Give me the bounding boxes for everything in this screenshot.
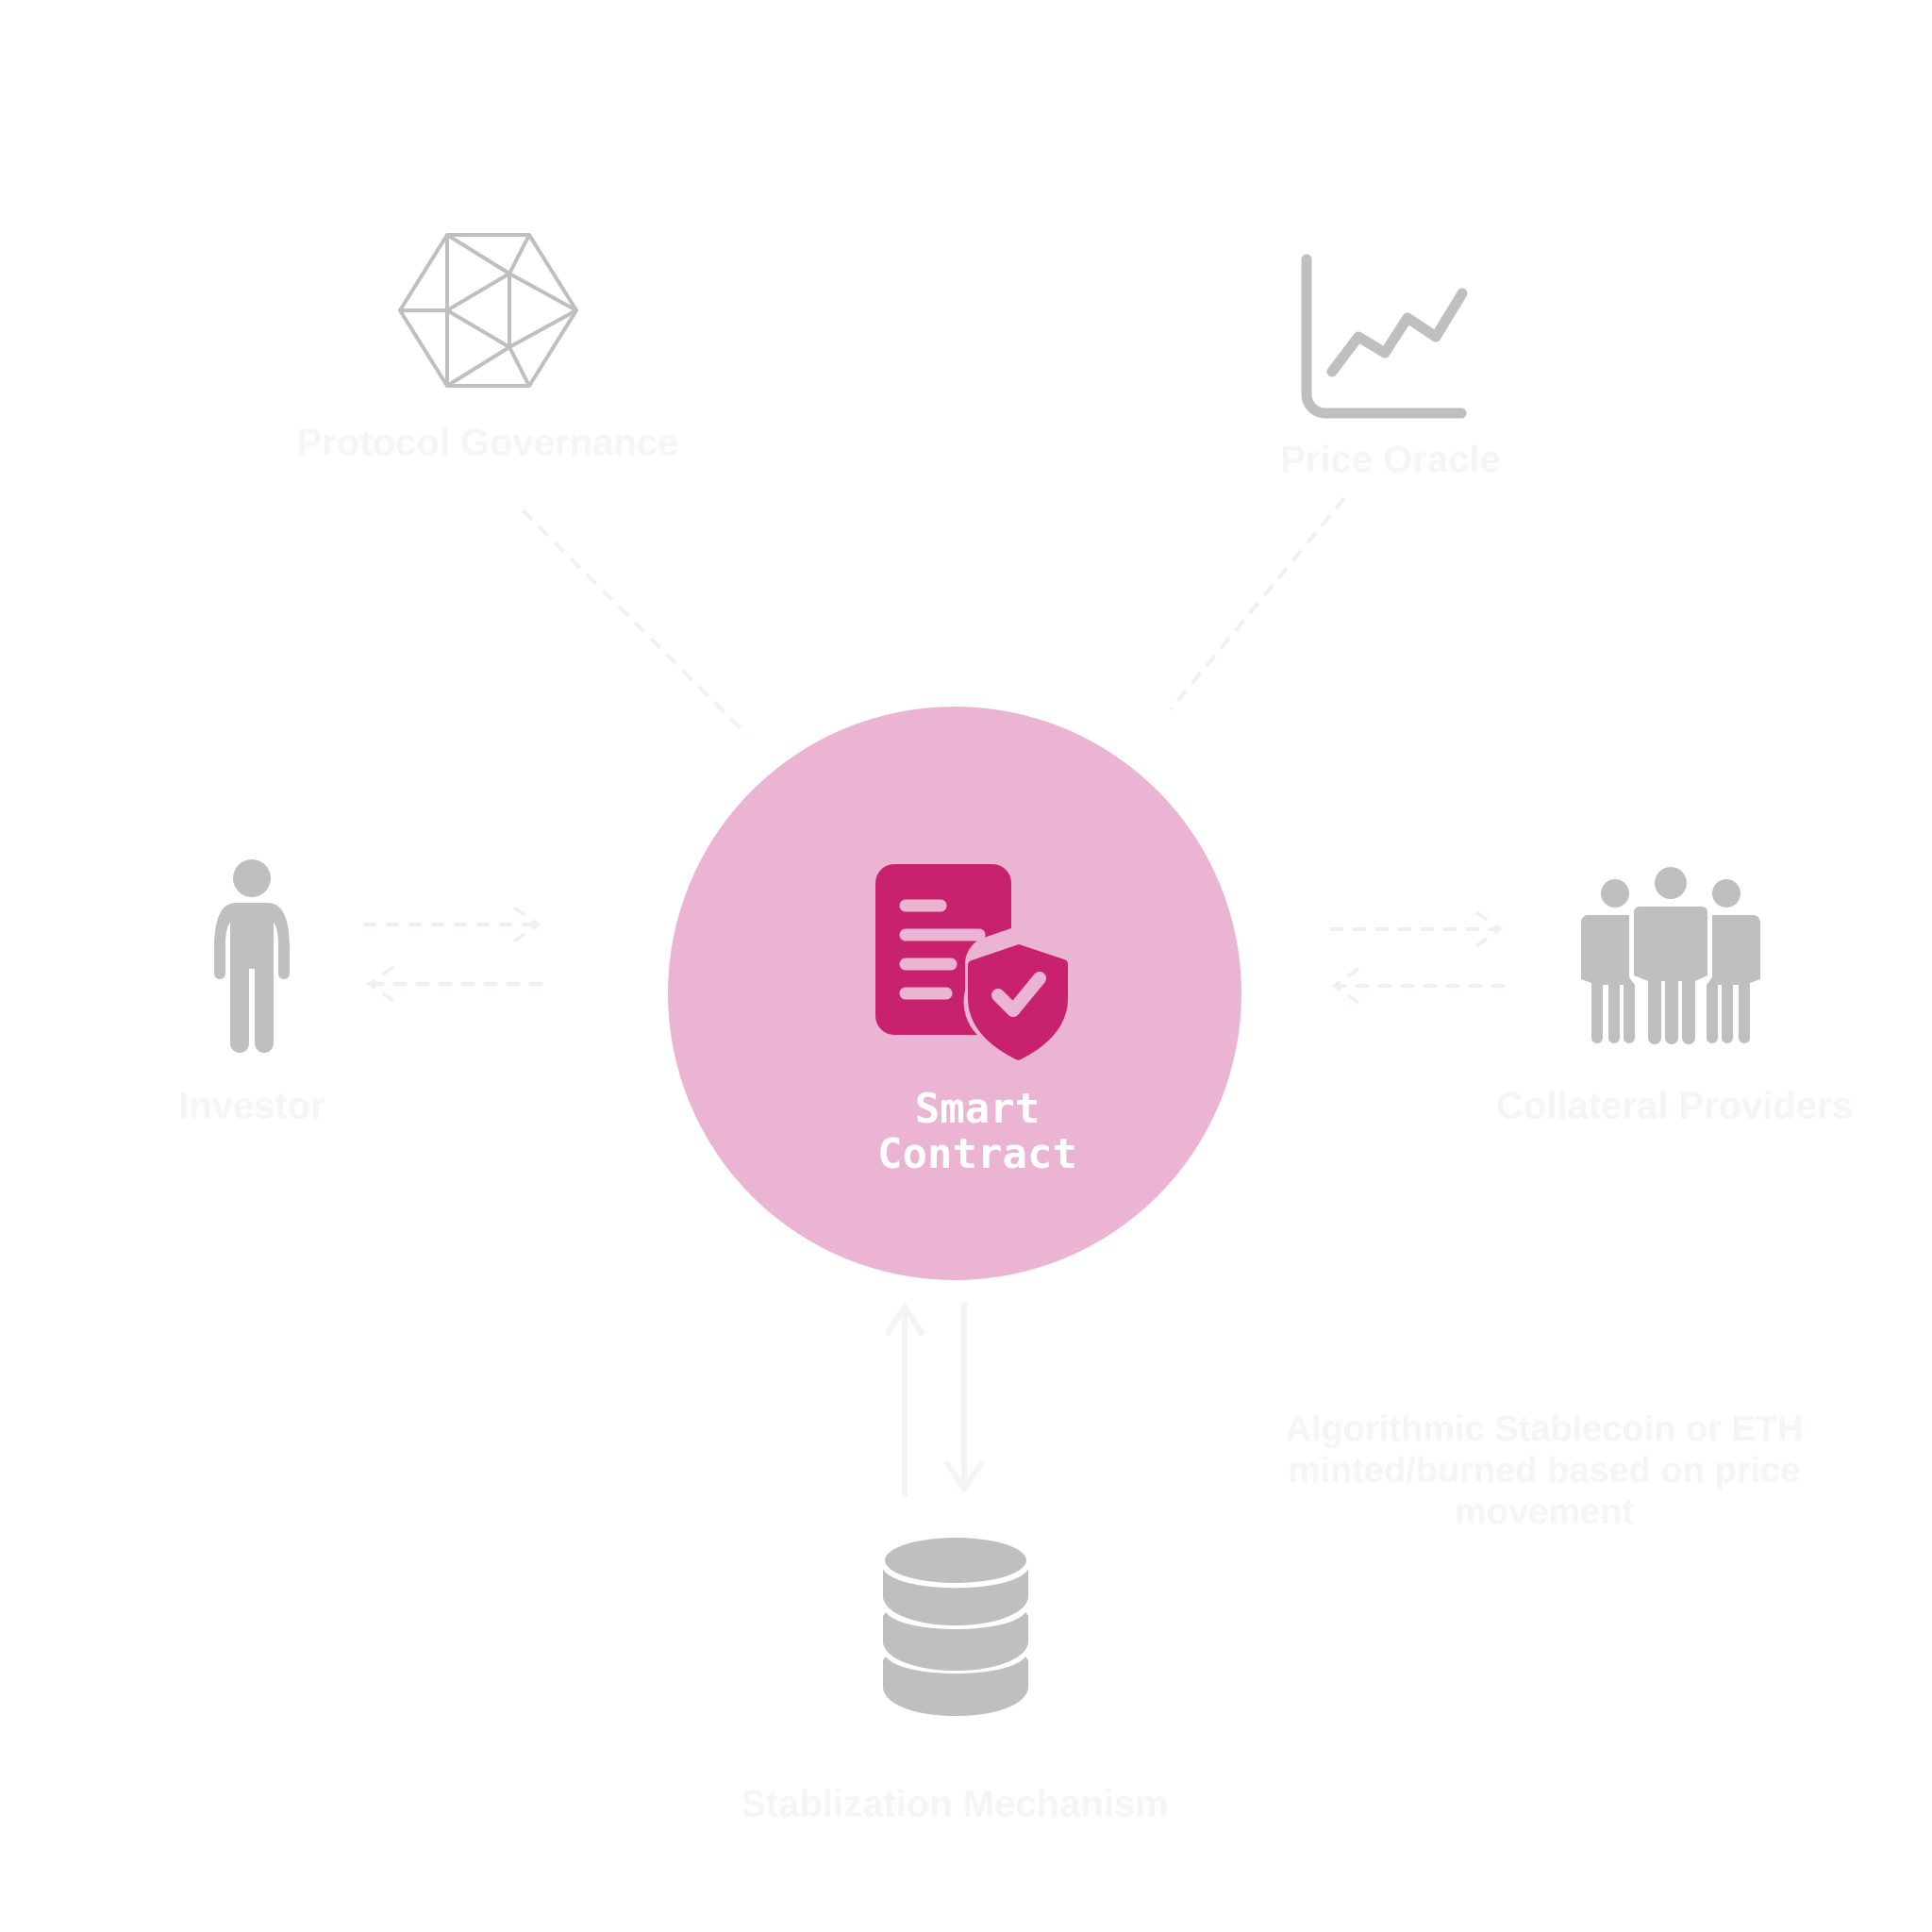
person-icon (214, 859, 290, 1053)
contract-shield-icon (875, 864, 1069, 1060)
governance-label: Protocol Governance (296, 422, 679, 464)
stabilization-label: Stablization Mechanism (741, 1783, 1169, 1825)
smart-contract-title-line-2: Contract (877, 1130, 1077, 1178)
collateral-arrow-right (1330, 910, 1504, 948)
oracle-label: Price Oracle (1280, 439, 1501, 481)
line-chart-icon (1301, 254, 1468, 419)
group-icon (1580, 867, 1761, 1044)
investor-label: Investor (178, 1085, 325, 1127)
description-line-2: minted/burned based on price (1288, 1451, 1801, 1491)
governance-connector (521, 508, 749, 737)
collateral-arrow-left (1331, 967, 1505, 1005)
investor-arrow-right (363, 906, 541, 943)
stabilization-arrow-up (884, 1301, 925, 1497)
description-line-3: movement (1454, 1492, 1635, 1532)
oracle-connector (1169, 496, 1346, 711)
collateral-label: Collateral Providers (1496, 1085, 1853, 1127)
smart-contract-label: Smart Contract (877, 1087, 1077, 1177)
hexagon-network-icon (398, 233, 578, 388)
smart-contract-title-line-1: Smart (914, 1085, 1041, 1133)
database-icon (883, 1538, 1028, 1716)
investor-arrow-left (366, 965, 542, 1003)
description-line-1: Algorithmic Stablecoin or ETH (1285, 1409, 1804, 1449)
stabilization-arrow-down (943, 1302, 985, 1494)
mechanism-description: Algorithmic Stablecoin or ETH minted/bur… (1252, 1408, 1837, 1533)
